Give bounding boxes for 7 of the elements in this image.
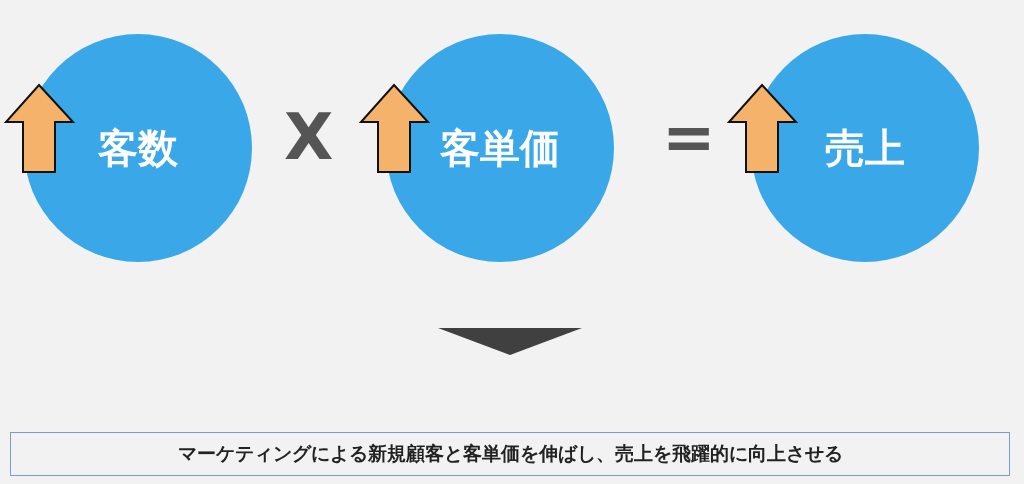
circle-label: 客数	[98, 123, 178, 173]
operator-sign: =	[662, 100, 716, 174]
circle-label: 客単価	[440, 123, 560, 173]
text-box	[10, 432, 1010, 476]
box-text: マーケティングによる新規顧客と客単価を伸ばし、売上を飛躍的に向上させる	[177, 441, 843, 466]
operator-sign: X	[284, 100, 334, 174]
circle-label: 売上	[825, 123, 905, 173]
